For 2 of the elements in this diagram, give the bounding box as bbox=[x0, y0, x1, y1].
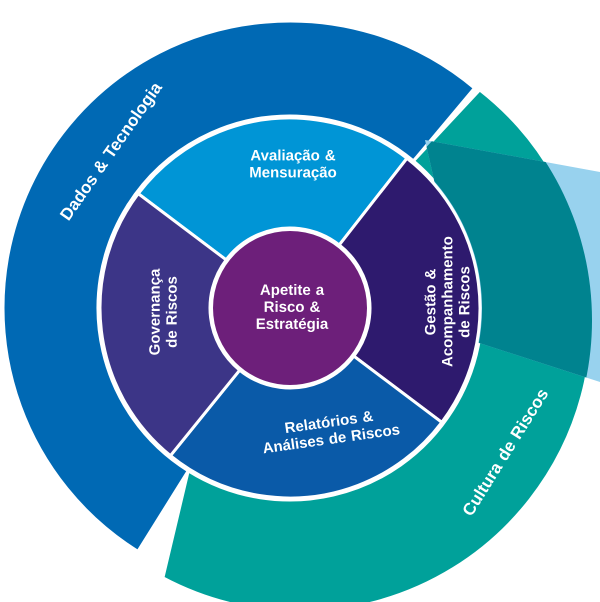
ring-segment: Relatórios & Análises de Riscos bbox=[168, 354, 444, 500]
ring-segment: Governança de Riscos bbox=[98, 192, 242, 458]
